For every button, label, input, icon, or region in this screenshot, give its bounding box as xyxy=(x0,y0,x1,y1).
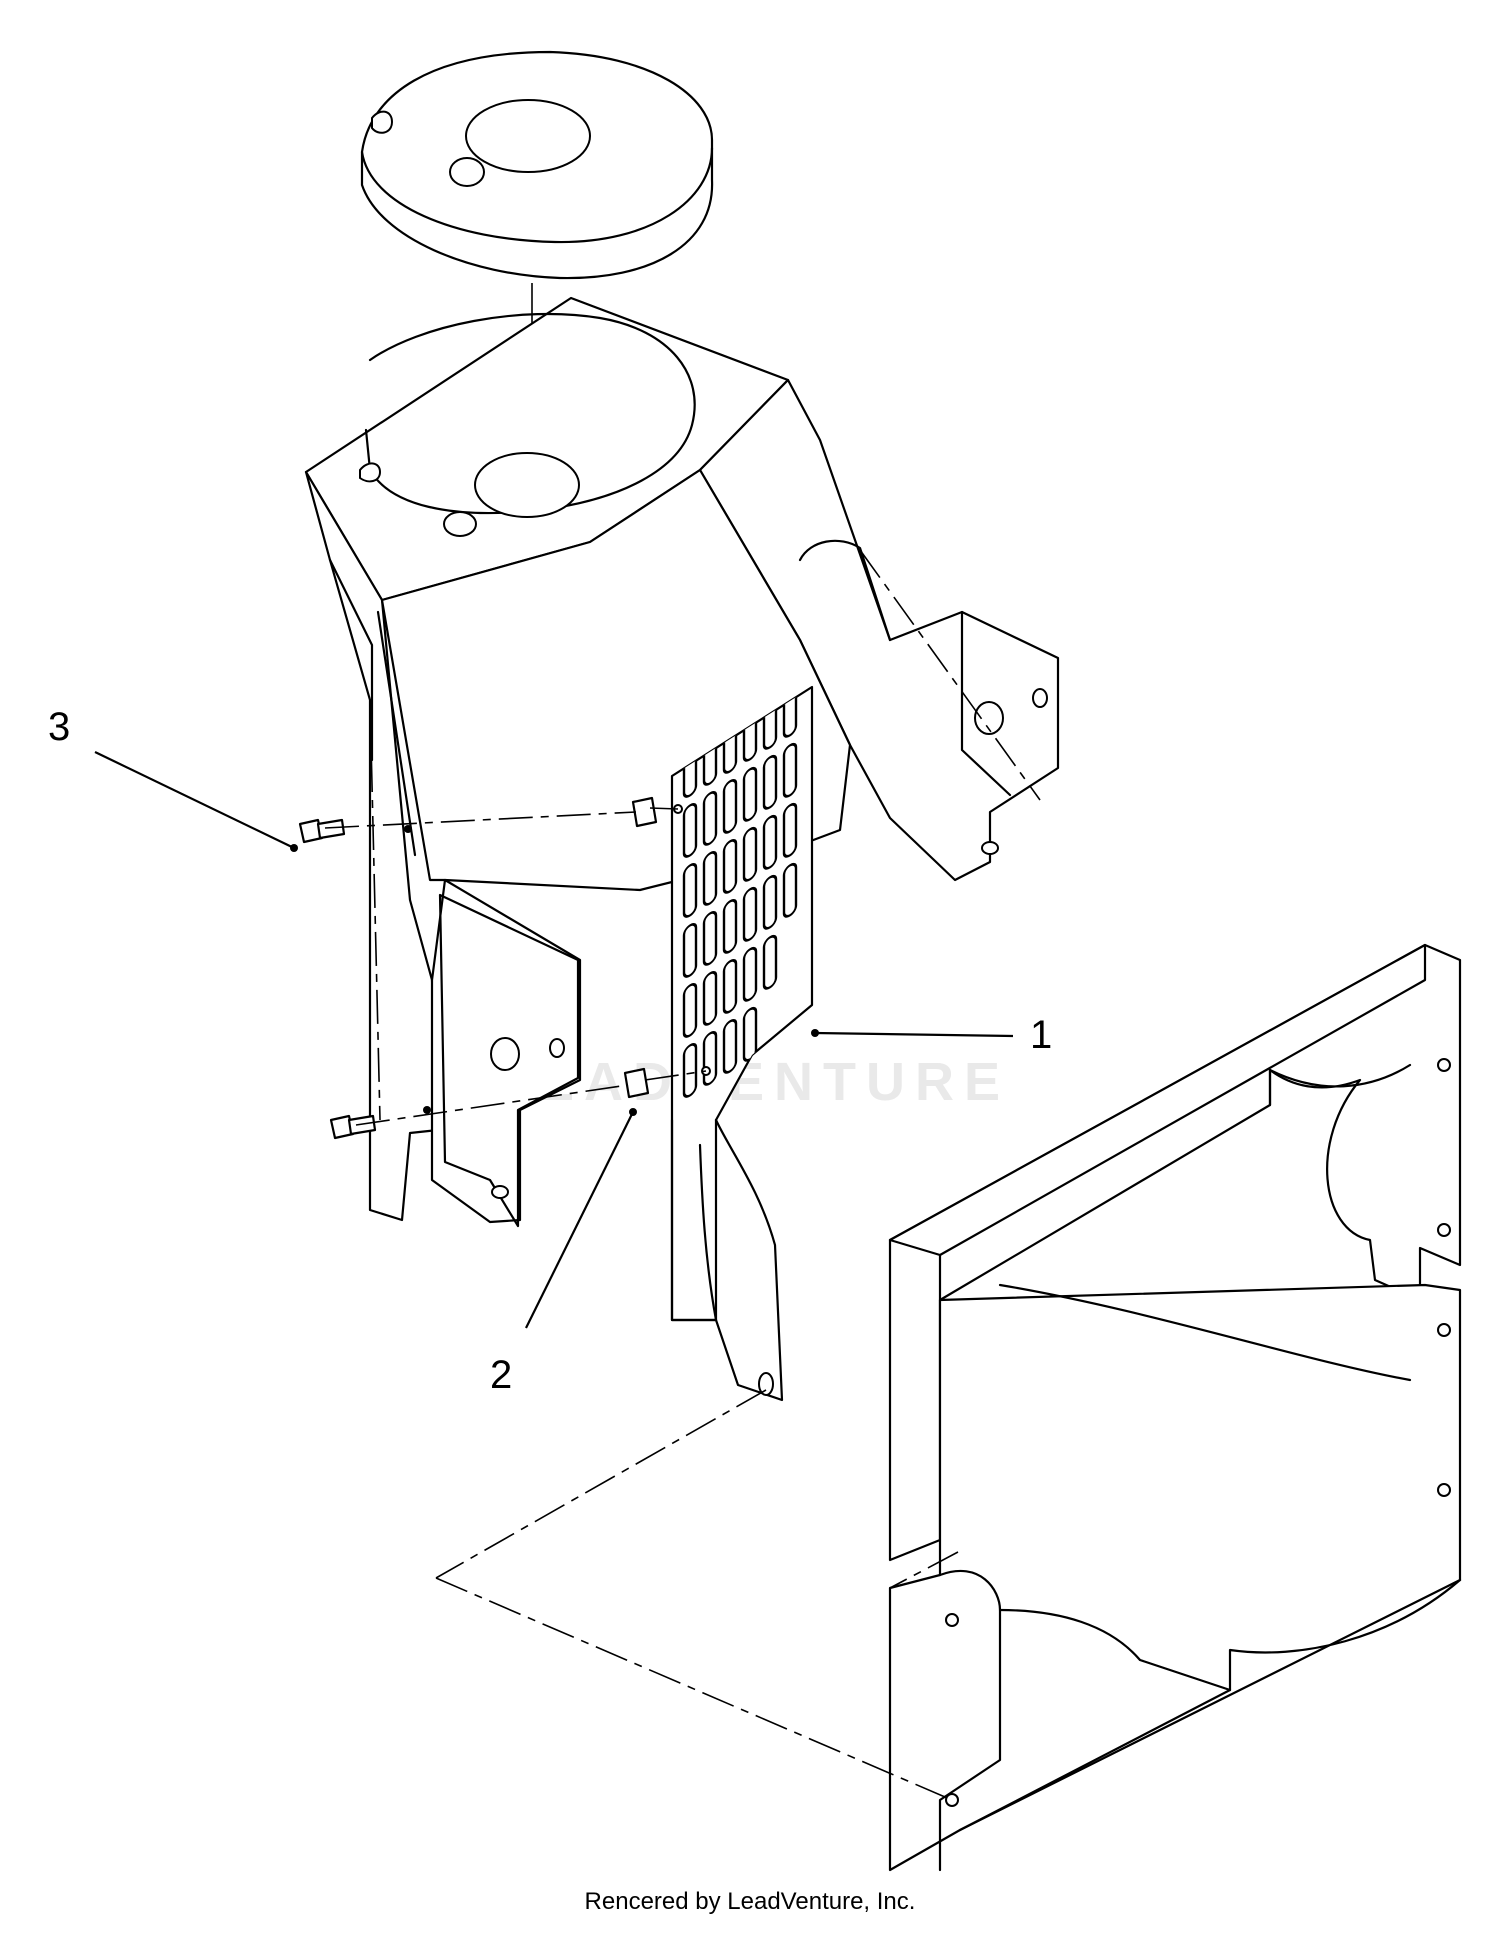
cap-small-hole xyxy=(449,157,485,187)
shroud-hole-1 xyxy=(1437,1058,1451,1072)
cap-center-hole xyxy=(465,99,591,173)
housing-small-hole xyxy=(443,511,477,537)
spacer-lower xyxy=(623,1067,650,1099)
bracket-hole-bottom-right xyxy=(981,841,999,855)
shroud-hole-5 xyxy=(1437,1323,1451,1337)
hole-left-face-lower xyxy=(423,1106,431,1114)
bracket-hole-bottom-left xyxy=(491,1185,509,1199)
leader-2 xyxy=(525,1111,634,1329)
fan-shroud-upper xyxy=(888,943,1462,1562)
shroud-hole-8 xyxy=(945,1793,959,1807)
leader-3 xyxy=(94,751,295,849)
bracket-hole-large-right xyxy=(974,701,1004,735)
shroud-hole-6 xyxy=(1437,1483,1451,1497)
alignment-lines xyxy=(324,297,1426,1801)
footer-credit: Rencered by LeadVenture, Inc. xyxy=(584,1888,916,1915)
fan-shroud-lower xyxy=(888,1283,1462,1872)
callout-3: 3 xyxy=(48,705,70,749)
bolt-upper xyxy=(298,818,346,844)
bracket-hole-large-left xyxy=(490,1037,520,1071)
shroud-hole-7 xyxy=(945,1613,959,1627)
shroud-hole-2 xyxy=(1437,1223,1451,1237)
leader-1 xyxy=(814,1031,1014,1038)
housing-center-hole xyxy=(474,452,580,518)
callout-1: 1 xyxy=(1030,1013,1052,1057)
leader-3-dot xyxy=(290,844,298,852)
leader-2-dot xyxy=(629,1108,637,1116)
leader-1-dot xyxy=(811,1029,819,1037)
grille-panel xyxy=(670,685,814,1402)
callout-2: 2 xyxy=(490,1353,512,1397)
top-cap xyxy=(360,50,714,280)
bracket-hole-small-left xyxy=(549,1038,565,1058)
spacer-upper xyxy=(631,796,658,828)
cap-notch xyxy=(371,110,394,134)
bolt-lower xyxy=(329,1114,377,1140)
grille-bottom-hole xyxy=(758,1372,774,1396)
hole-left-face-upper xyxy=(404,825,412,833)
housing-notch xyxy=(359,462,382,483)
bracket-hole-small-right xyxy=(1032,688,1048,708)
